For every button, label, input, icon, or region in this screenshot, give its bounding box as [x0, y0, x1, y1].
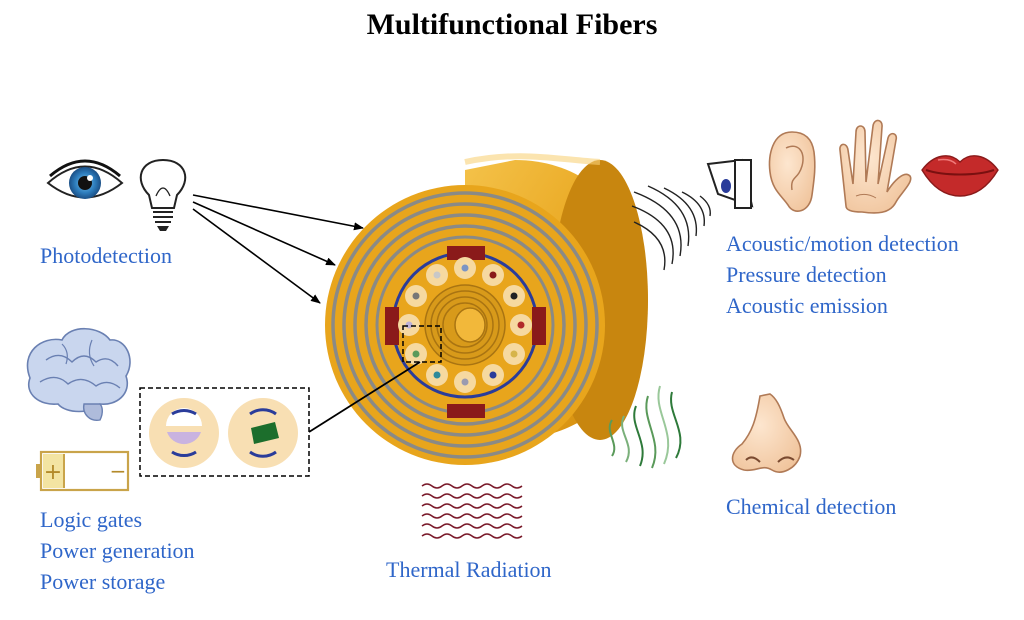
embedded-device	[503, 343, 525, 365]
electrode-bottom	[447, 404, 485, 418]
eye-icon	[46, 159, 124, 199]
embedded-device	[454, 371, 476, 393]
embedded-device	[482, 264, 504, 286]
label-power-storage: Power storage	[40, 569, 166, 594]
embedded-device	[482, 364, 504, 386]
odor-waves-icon	[608, 385, 682, 469]
label-pressure-detection: Pressure detection	[726, 262, 887, 287]
embedded-device	[426, 364, 448, 386]
label-chemical-detection: Chemical detection	[726, 494, 897, 519]
fiber-front-face	[325, 185, 605, 465]
light-bulb-icon	[139, 158, 187, 231]
battery-minus: −	[110, 459, 127, 483]
brain-icon	[26, 328, 131, 421]
magnified-device-2	[228, 398, 298, 468]
hand-icon	[839, 119, 912, 214]
label-power-generation: Power generation	[40, 538, 195, 563]
speaker-icon	[706, 158, 754, 209]
embedded-device	[454, 257, 476, 279]
embedded-device	[503, 285, 525, 307]
nose-icon	[731, 393, 802, 473]
zoom-connector-line	[308, 361, 421, 433]
heat-waves-icon	[421, 483, 523, 539]
embedded-device	[398, 314, 420, 336]
light-arrows	[192, 194, 364, 304]
ear-icon	[768, 131, 816, 212]
label-logic-gates: Logic gates	[40, 507, 143, 532]
lips-icon	[921, 155, 999, 197]
label-acoustic-motion-detection: Acoustic/motion detection	[726, 231, 959, 256]
embedded-device	[426, 264, 448, 286]
label-photodetection: Photodetection	[40, 243, 172, 268]
electrode-right	[532, 307, 546, 345]
electrode-top	[447, 246, 485, 260]
fiber-cross-section	[325, 153, 648, 465]
label-acoustic-emission: Acoustic emission	[726, 293, 888, 318]
battery-plus: +	[44, 460, 62, 485]
label-thermal-radiation: Thermal Radiation	[386, 557, 552, 582]
embedded-device	[405, 343, 427, 365]
sound-waves-icon	[631, 185, 711, 271]
electrode-left	[385, 307, 399, 345]
zoom-box	[402, 325, 442, 363]
embedded-device	[510, 314, 532, 336]
magnified-device-1	[149, 398, 219, 468]
figure-title: Multifunctional Fibers	[366, 8, 658, 41]
battery-icon: + −	[36, 450, 130, 492]
zoom-inset	[139, 361, 421, 477]
embedded-device	[405, 285, 427, 307]
